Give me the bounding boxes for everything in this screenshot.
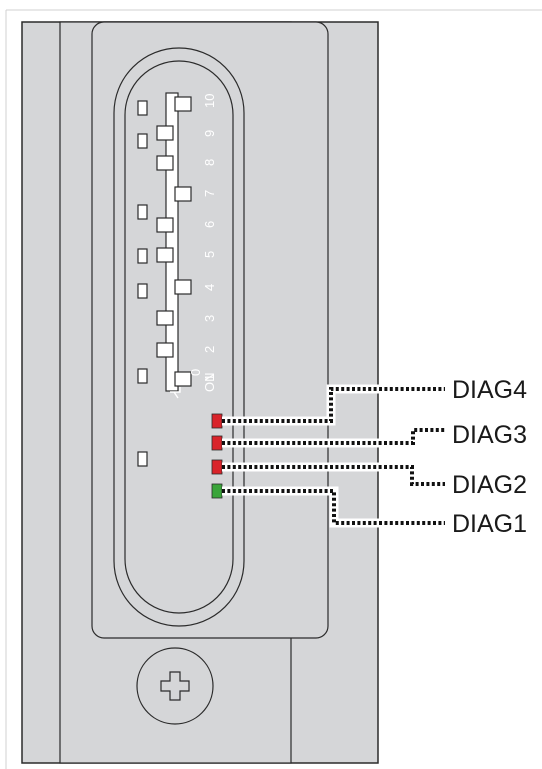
dip-switch-lever — [156, 217, 174, 233]
side-indicator — [137, 133, 148, 149]
diag4-led — [211, 413, 223, 429]
dip-switch-lever — [156, 125, 174, 141]
dip-switch-lever — [174, 371, 192, 387]
diag3-leader-halo — [222, 425, 445, 448]
side-indicator — [137, 451, 148, 467]
switch-number-label: 3 — [202, 315, 217, 322]
diag3-label: DIAG3 — [452, 421, 527, 449]
diag2-label: DIAG2 — [452, 471, 527, 499]
dip-switch-lever — [174, 279, 192, 295]
dip-switch-lever — [174, 186, 192, 202]
switch-number-label: 2 — [202, 346, 217, 353]
side-indicator — [137, 283, 148, 299]
switch-number-label: 10 — [202, 94, 217, 108]
screw-cross-icon — [160, 671, 190, 701]
side-indicator — [137, 248, 148, 264]
side-indicator — [137, 100, 148, 116]
diag1-led — [211, 483, 223, 499]
diag2-led — [211, 459, 223, 475]
side-indicator — [137, 368, 148, 384]
dip-switch-lever — [156, 310, 174, 326]
diag3-led — [211, 435, 223, 451]
zero-marker: 0 — [188, 369, 203, 376]
on-arrow-icon — [170, 387, 181, 399]
switch-number-label: 5 — [202, 251, 217, 258]
diag2-leader-line — [222, 465, 445, 486]
dip-switch-levers — [156, 96, 192, 387]
switch-number-label: 8 — [202, 159, 217, 166]
dip-switch-lever — [156, 342, 174, 358]
diag1-label: DIAG1 — [452, 510, 527, 538]
switch-number-label: 7 — [202, 190, 217, 197]
dip-switch-numbers: 10 9 8 7 6 5 4 3 2 1 — [202, 94, 217, 381]
side-indicator-rects — [137, 100, 148, 467]
diag-leader-lines — [222, 384, 445, 528]
switch-recess-inner — [124, 60, 234, 614]
on-marker: ON — [202, 373, 217, 393]
switch-number-label: 9 — [202, 130, 217, 137]
side-indicator — [137, 204, 148, 220]
dip-switch-lever — [156, 247, 174, 263]
switch-number-label: 6 — [202, 221, 217, 228]
switch-number-label: 4 — [202, 284, 217, 291]
diag4-label: DIAG4 — [452, 376, 527, 404]
switch-number-label: 1 — [202, 374, 217, 381]
dip-switch-lever — [174, 96, 192, 112]
diag1-leader-line — [222, 489, 445, 525]
diag4-leader-line — [222, 387, 445, 423]
dip-switch-lever — [156, 155, 174, 171]
